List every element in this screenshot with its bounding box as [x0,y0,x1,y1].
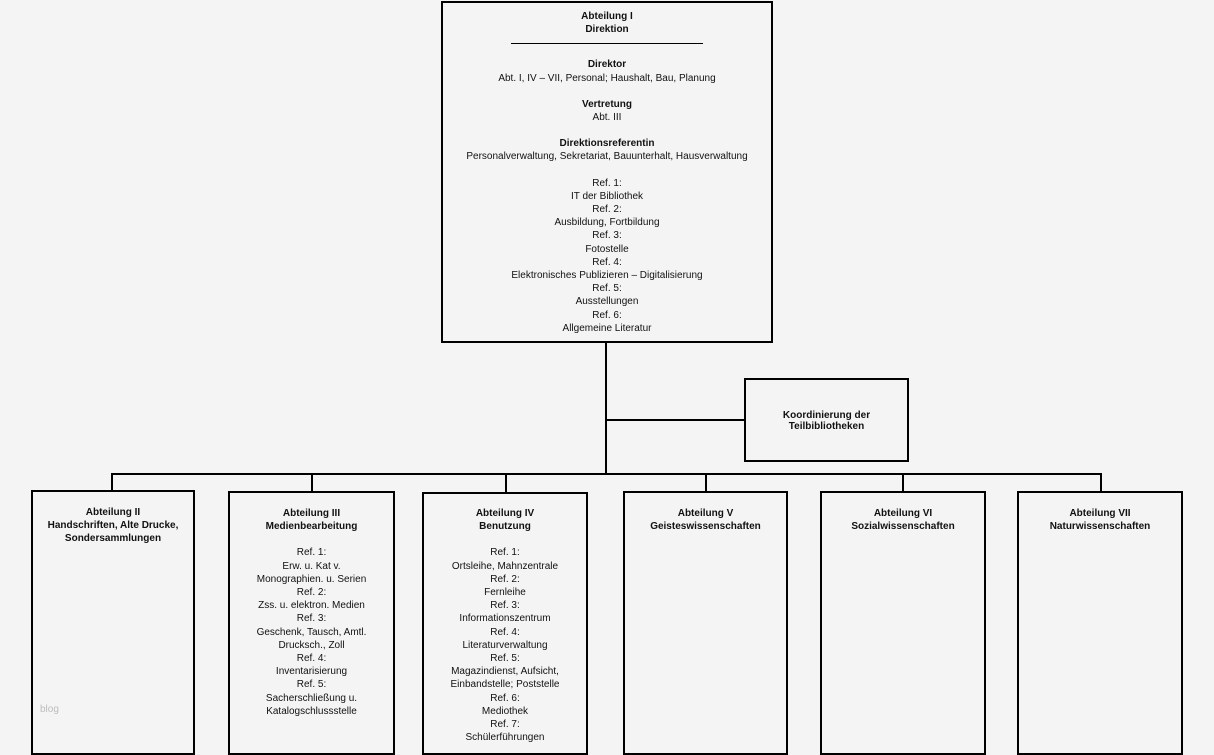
ref-line: Ref. 2: [592,204,622,216]
deputy-heading: Vertretung [581,98,632,110]
ref-line: Ausstellungen [575,296,639,308]
department-item: Fernleihe [484,587,526,599]
department-item: Ref. 2: [296,587,327,599]
title-divider [511,43,703,45]
ref-line: IT der Bibliothek [570,190,644,202]
watermark-text: blog [40,704,59,715]
direction-title: Abteilung I [581,11,633,22]
drop-line-abt2 [111,473,113,491]
director-text: Abt. I, IV – VII, Personal; Haushalt, Ba… [498,72,716,84]
department-item: Einbandstelle; Poststelle [450,679,560,691]
director-heading: Direktor [587,59,627,71]
ref-line: Allgemeine Literatur [562,322,652,334]
department-box-abt2: Abteilung II Handschriften, Alte Drucke,… [31,490,195,755]
department-item: Inventarisierung [275,666,348,678]
ref-line: Ref. 1: [592,177,622,189]
department-box-abt3: Abteilung III Medienbearbeitung Ref. 1: … [228,491,395,755]
ref-line: Ref. 5: [592,283,622,295]
department-item: Ref. 4: [296,653,327,665]
direction-subtitle: Direktion [585,24,629,36]
department-item: Ref. 1: [296,547,327,559]
ref-line: Elektronisches Publizieren – Digitalisie… [511,270,703,282]
ref-line: Ref. 3: [592,230,622,242]
department-item: Katalogschlussstelle [266,705,357,717]
referent-text: Personalverwaltung, Sekretariat, Bauunte… [466,151,748,163]
department-item: Ref. 5: [490,653,520,665]
trunk-line [605,341,607,474]
drop-line-abt5 [705,473,707,492]
department-item: Geschenk, Tausch, Amtl. [256,626,367,638]
department-item: Magazindienst, Aufsicht, [451,666,559,678]
department-title: Abteilung VII [1069,508,1131,519]
department-item: Mediothek [481,705,529,717]
department-title: Abteilung IV [475,508,535,519]
department-item: Literaturverwaltung [462,639,548,651]
drop-line-abt7 [1100,473,1102,492]
department-box-abt5: Abteilung V Geisteswissenschaften [623,491,788,755]
department-name: Medienbearbeitung [265,521,358,533]
department-item: Ortsleihe, Mahnzentrale [451,560,559,572]
department-box-abt4: Abteilung IV Benutzung Ref. 1: Ortsleihe… [422,492,588,755]
department-item: Drucksch., Zoll [278,639,345,651]
department-box-abt6: Abteilung VI Sozialwissenschaften [820,491,986,755]
coordination-line2: Teilbibliotheken [788,421,865,432]
department-item: Zss. u. elektron. Medien [258,600,365,612]
department-item: Ref. 1: [490,547,520,559]
department-name: Geisteswissenschaften [650,521,761,533]
department-title: Abteilung V [677,508,734,519]
department-name: Benutzung [479,521,531,533]
department-item: Ref. 2: [490,573,520,585]
department-item: Informationszentrum [459,613,551,625]
coordination-line1: Koordinierung der [782,410,871,421]
department-item: Ref. 4: [490,626,520,638]
drop-line-abt3 [311,473,313,492]
department-name: Sondersammlungen [64,533,162,545]
department-box-abt7: Abteilung VII Naturwissenschaften [1017,491,1183,755]
department-name: Naturwissenschaften [1049,521,1151,533]
direction-box: Abteilung I Direktion Direktor Abt. I, I… [441,1,773,343]
horizontal-bus-line [111,473,1102,475]
drop-line-abt6 [902,473,904,492]
drop-line-abt4 [505,473,507,493]
department-item: Ref. 3: [490,600,520,612]
coordination-box: Koordinierung der Teilbibliotheken [744,378,909,462]
deputy-text: Abt. III [592,112,622,124]
ref-line: Ref. 6: [592,309,622,321]
ref-line: Ausbildung, Fortbildung [554,217,660,229]
department-item: Monographien. u. Serien [256,573,367,585]
department-title: Abteilung III [282,508,341,519]
ref-line: Ref. 4: [592,256,622,268]
department-item: Ref. 3: [296,613,327,625]
ref-line: Fotostelle [585,243,629,255]
department-item: Ref. 7: [490,719,520,731]
department-item: Ref. 6: [490,692,520,704]
department-item: Schülerführungen [465,732,545,744]
department-title: Abteilung VI [873,508,933,519]
department-item: Sacherschließung u. [265,692,358,704]
referent-heading: Direktionsreferentin [559,138,655,150]
coord-branch-line [606,419,745,421]
department-item: Ref. 5: [296,679,327,691]
department-name: Sozialwissenschaften [851,521,955,533]
department-name: Handschriften, Alte Drucke, [47,520,179,532]
department-title: Abteilung II [85,507,141,518]
department-item: Erw. u. Kat v. [282,560,341,572]
